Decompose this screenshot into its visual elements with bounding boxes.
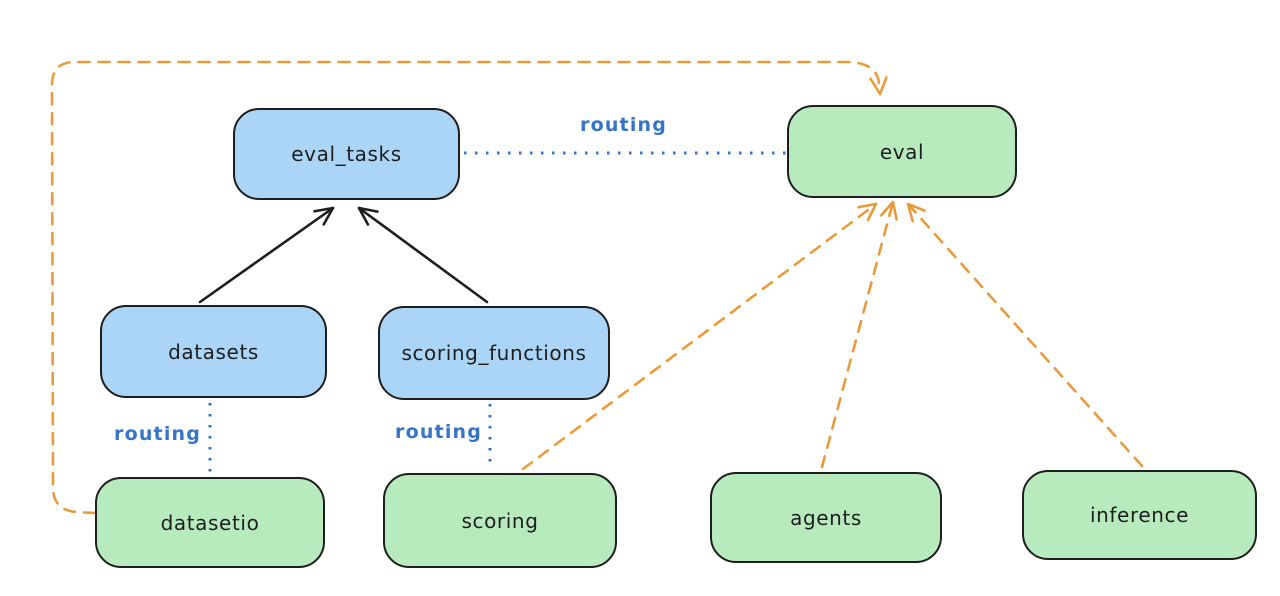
edge-scoring-to-eval [521,202,878,471]
node-datasetio-label: datasetio [160,510,260,535]
node-agents-label: agents [790,505,862,530]
node-eval-tasks-label: eval_tasks [291,142,402,166]
routing-label-datasets-datasetio: routing [114,423,202,445]
node-scoring: scoring [383,473,617,568]
node-inference-label: inference [1089,503,1190,527]
edge-datasets-to-eval-tasks [198,206,335,304]
node-datasets: datasets [100,305,327,398]
node-inference: inference [1022,470,1257,560]
node-eval-label: eval [879,139,925,164]
edge-inference-to-eval [906,202,1144,468]
node-agents: agents [710,472,942,563]
node-eval-tasks: eval_tasks [233,108,460,200]
node-datasets-label: datasets [168,339,259,364]
routing-label-eval-tasks-eval: routing [580,114,668,136]
routing-label-scoring-functions-scoring: routing [395,421,483,443]
node-scoring-functions-label: scoring_functions [401,341,587,365]
edge-agents-to-eval [820,200,893,469]
node-eval: eval [787,105,1017,198]
node-scoring-functions: scoring_functions [378,306,610,400]
edge-scoring-functions-to-eval-tasks [357,206,489,304]
node-datasetio: datasetio [95,477,325,568]
node-scoring-label: scoring [461,508,539,533]
